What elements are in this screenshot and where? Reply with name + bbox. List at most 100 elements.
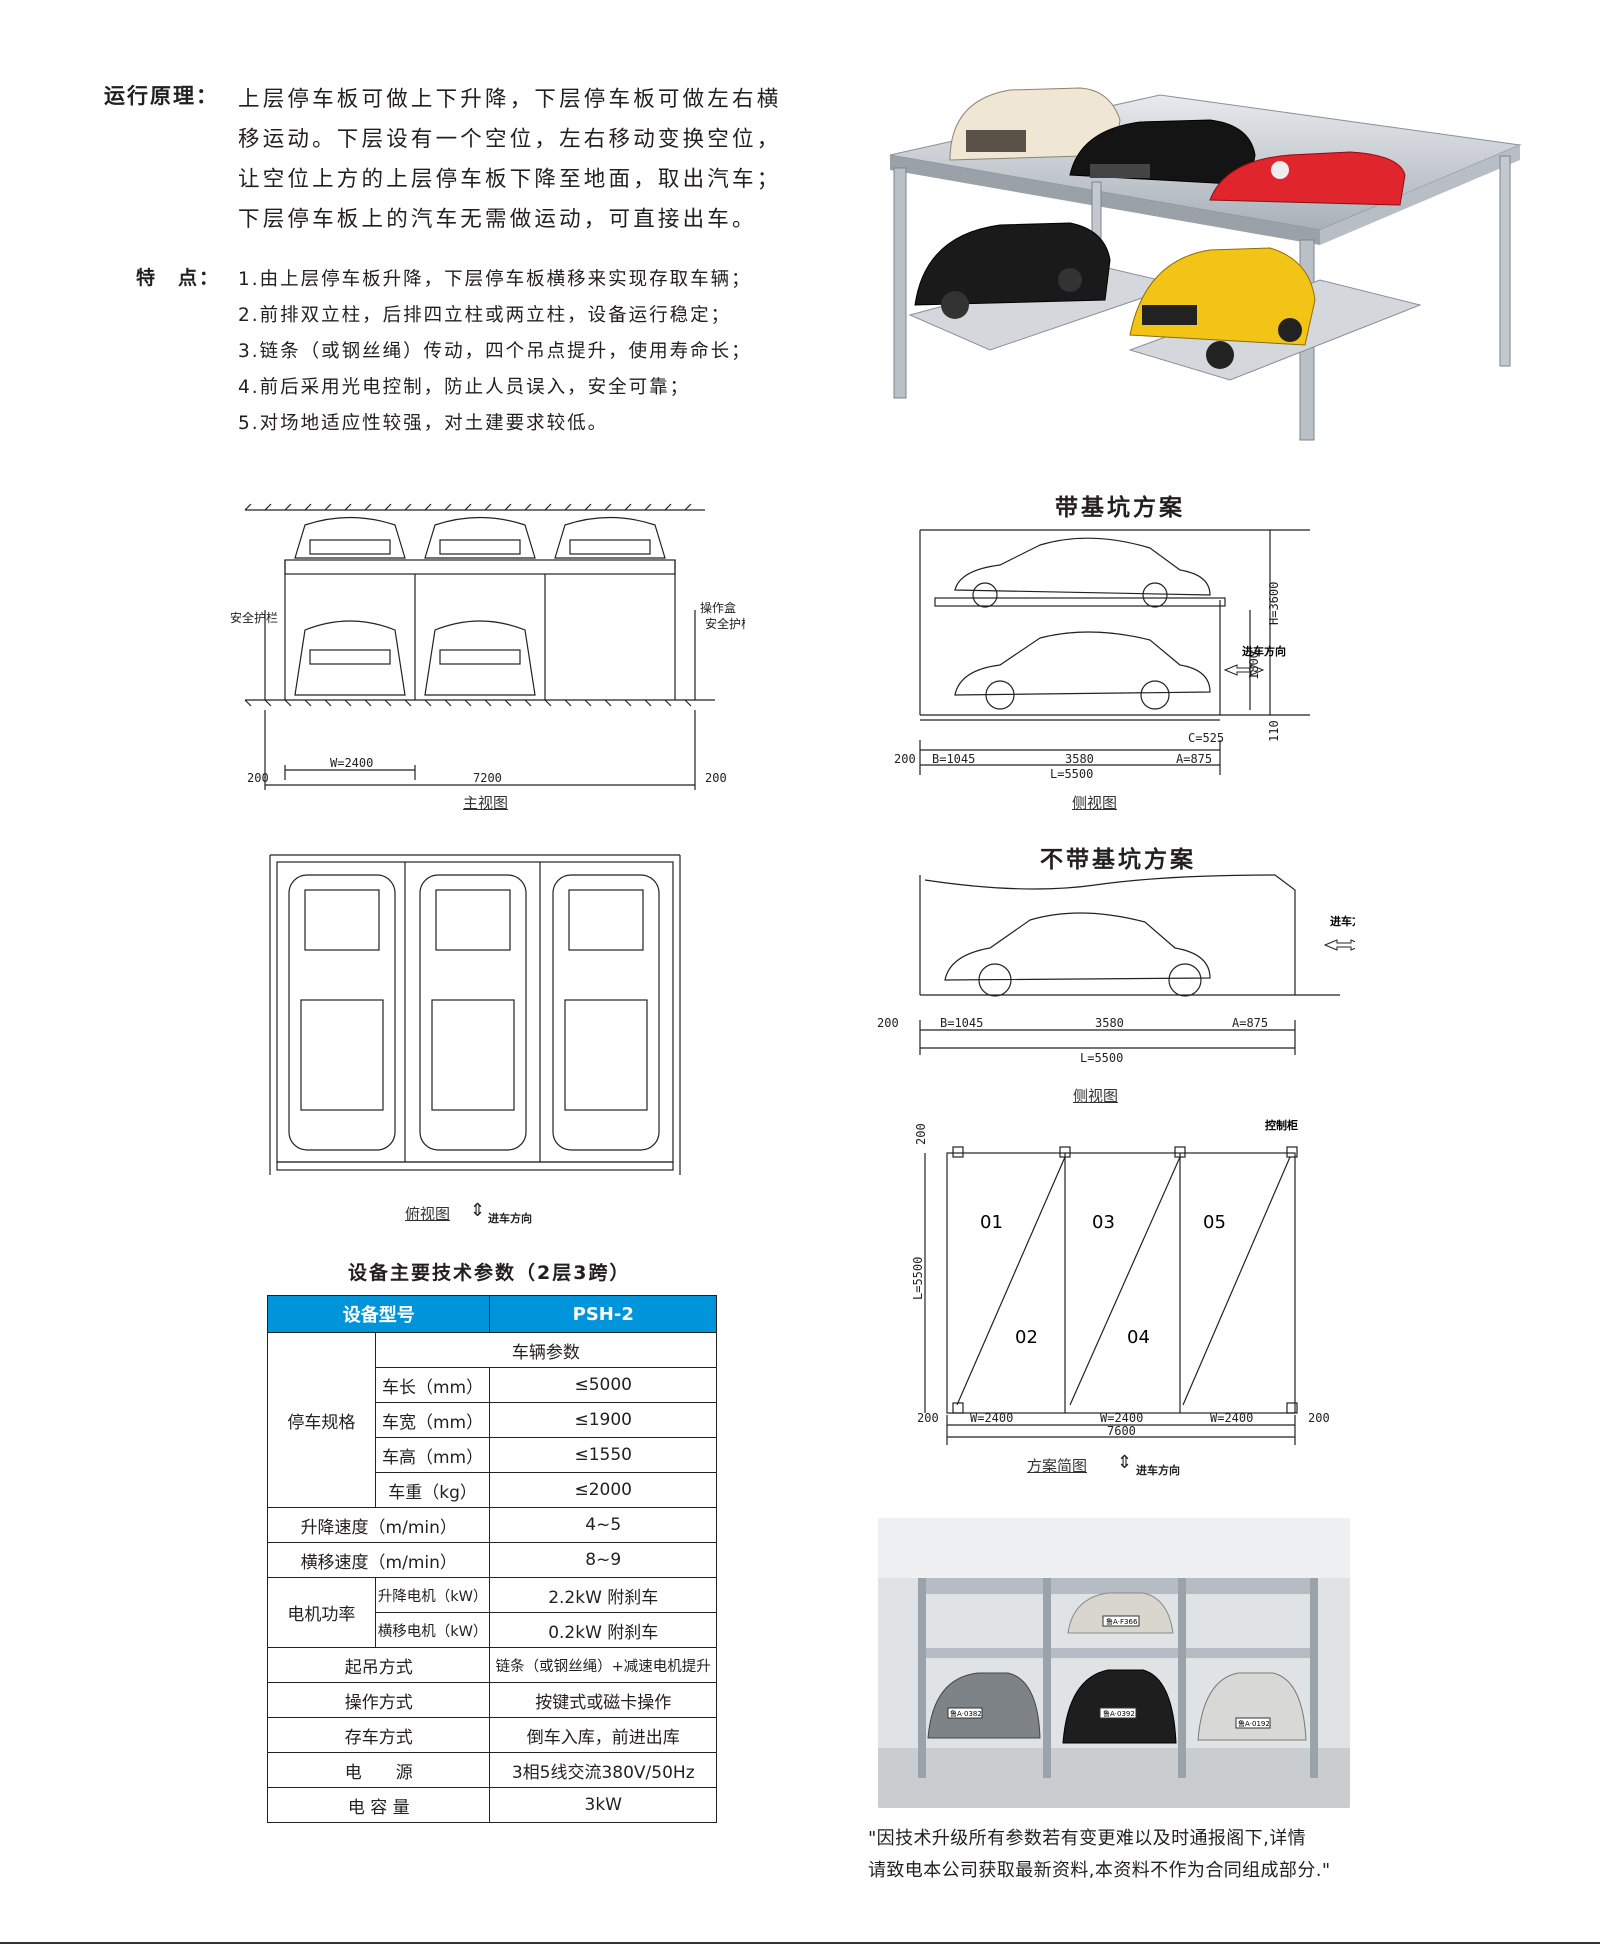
pit-dim-b: B=1045 [932,752,975,766]
spec-key: 操作方式 [266,1682,491,1718]
plan-dir-label: 进车方向 [1136,1464,1180,1477]
plan-dim-w3: W=2400 [1210,1411,1253,1425]
photo-car-mid [1062,1669,1177,1744]
photo-car-right [1197,1672,1307,1741]
feature-item: 3.链条（或钢丝绳）传动，四个吊点提升，使用寿命长； [238,341,752,362]
front-label-fence-left: 安全护栏 [230,610,278,625]
photo-car-left [927,1672,1041,1739]
pit-side-view: H=3600 1800 110 进车方向 200 B=1045 3580 A=8… [894,529,1310,781]
front-view-caption: 主视图 [463,794,509,812]
intro-line: 移运动。下层设有一个空位，左右移动变换空位， [238,127,782,152]
installation-photo: 鲁A·F366 鲁A·0382 鲁A·0392 鲁A·0192 [878,1518,1350,1808]
intro-label: 运行原理： [104,84,219,108]
spec-key: 车长（mm） [374,1367,491,1403]
pit-dim-110: 110 [1267,720,1281,742]
pit-dim-l: L=5500 [1050,767,1093,781]
plan-caption: 方案简图 [1027,1457,1088,1475]
spec-key: 车高（mm） [374,1437,491,1473]
feature-item: 5.对场地适应性较强，对土建要求较低。 [238,413,609,434]
plan-dim-w1: W=2400 [970,1411,1013,1425]
feature-item: 1.由上层停车板升降，下层停车板横移来实现存取车辆； [238,269,752,290]
plan-control-label: 控制柜 [1265,1118,1298,1132]
spec-header-model-label: 设备型号 [266,1295,491,1333]
spec-key: 电 源 [266,1752,491,1788]
features-label: 特 点： [136,267,221,289]
plan-dim-200-left: 200 [917,1411,939,1425]
plan-slot: 03 [1092,1212,1115,1233]
plan-slot: 01 [980,1212,1003,1233]
car-black-top [1069,119,1256,186]
nopit-dim-a: A=875 [1232,1016,1268,1030]
spec-group-vehicle: 车辆参数 [374,1332,718,1368]
spec-table-title: 设备主要技术参数（2层3跨） [348,1262,631,1284]
front-view-drawing: 安全护栏 操作盒 安全护栏 W=2400 7200 200 200 [230,503,745,790]
updown-arrow-icon: ⇕ [1117,1452,1133,1473]
car-black-bottom [914,222,1111,319]
front-dim-total: 7200 [473,771,502,785]
nopit-dim-l: L=5500 [1080,1051,1123,1065]
spec-value: 按键式或磁卡操作 [489,1682,717,1718]
top-view-drawing [269,854,681,1175]
intro-line: 下层停车板上的汽车无需做运动，可直接出车。 [238,207,757,232]
spec-key: 横移电机（kW） [374,1612,491,1648]
bottom-rule [0,1942,1600,1944]
scheme-plan-drawing: 200 L=5500 控制柜 01 02 03 04 05 W=2400 W=2… [911,1118,1330,1445]
spec-value: ≤1900 [489,1402,717,1438]
intro-line: 上层停车板可做上下升降，下层停车板可做左右横 [238,87,782,112]
pit-scheme-title: 带基坑方案 [1055,495,1185,521]
spec-value: 倒车入库，前进出库 [489,1717,717,1753]
plan-dim-l: L=5500 [911,1257,925,1300]
nopit-dir-label: 进车方向 [1330,914,1355,928]
front-label-control-box: 操作盒 [700,600,736,615]
front-dim-w: W=2400 [330,756,373,770]
nopit-scheme-title: 不带基坑方案 [1040,847,1196,873]
pit-view-caption: 侧视图 [1072,794,1118,812]
spec-value: 4~5 [489,1507,717,1543]
top-view-caption: 俯视图 [405,1205,451,1223]
photo-plate: 鲁A·0382 [950,1709,982,1718]
spec-value: ≤2000 [489,1472,717,1508]
spec-table: 设备型号 PSH-2 停车规格 车辆参数 车长（mm）≤5000 车宽（mm）≤… [266,1295,718,1823]
spec-group-parking: 停车规格 [267,1332,376,1508]
disclaimer-line: 请致电本公司获取最新资料,本资料不作为合同组成部分." [868,1860,1331,1881]
plan-slot: 04 [1127,1327,1150,1348]
plan-dim-w2: W=2400 [1100,1411,1143,1425]
spec-value: 3kW [489,1787,717,1823]
pit-dim-c: C=525 [1188,731,1224,745]
pit-dim-mid: 3580 [1065,752,1094,766]
spec-value: 8~9 [489,1542,717,1578]
feature-item: 4.前后采用光电控制，防止人员误入，安全可靠； [238,377,691,398]
car-red-top [1209,151,1406,206]
car-white-top [949,87,1121,161]
disclaimer-line: "因技术升级所有参数若有变更难以及时通报阁下,详情 [868,1828,1306,1849]
spec-key: 升降电机（kW） [374,1577,491,1613]
spec-key: 升降速度（m/min） [266,1507,491,1543]
intro-line: 让空位上方的上层停车板下降至地面，取出汽车； [238,167,782,192]
nopit-view-caption: 侧视图 [1073,1087,1119,1105]
spec-key: 车宽（mm） [374,1402,491,1438]
spec-value: 链条（或钢丝绳）+减速电机提升 [489,1647,717,1683]
photo-plate: 鲁A·0192 [1238,1719,1270,1728]
spec-value: 3相5线交流380V/50Hz [489,1752,717,1788]
front-dim-left: 200 [247,771,269,785]
plan-slot: 02 [1015,1327,1038,1348]
pit-dim-200: 200 [894,752,916,766]
plan-dim-200-right: 200 [1308,1411,1330,1425]
nopit-side-view: 进车方向 200 B=1045 3580 A=875 L=5500 [877,874,1355,1065]
nopit-dim-200: 200 [877,1016,899,1030]
spec-value: 2.2kW 附刹车 [489,1577,717,1613]
pit-dim-1800: 1800 [1247,651,1261,680]
pit-dim-h: H=3600 [1267,582,1281,625]
spec-key: 存车方式 [266,1717,491,1753]
parking-lift-render [889,87,1522,441]
spec-header-model-value: PSH-2 [489,1295,717,1333]
spec-key: 横移速度（m/min） [266,1542,491,1578]
intro-text: 上层停车板可做上下升降，下层停车板可做左右横 移运动。下层设有一个空位，左右移动… [238,80,838,240]
photo-car-top [1067,1592,1174,1634]
top-view-dir-label: 进车方向 [488,1212,532,1225]
spec-key: 车重（kg） [374,1472,491,1508]
plan-dim-total: 7600 [1107,1424,1136,1438]
nopit-dim-mid: 3580 [1095,1016,1124,1030]
spec-group-motor: 电机功率 [267,1577,376,1648]
front-label-fence-right: 安全护栏 [705,616,745,631]
